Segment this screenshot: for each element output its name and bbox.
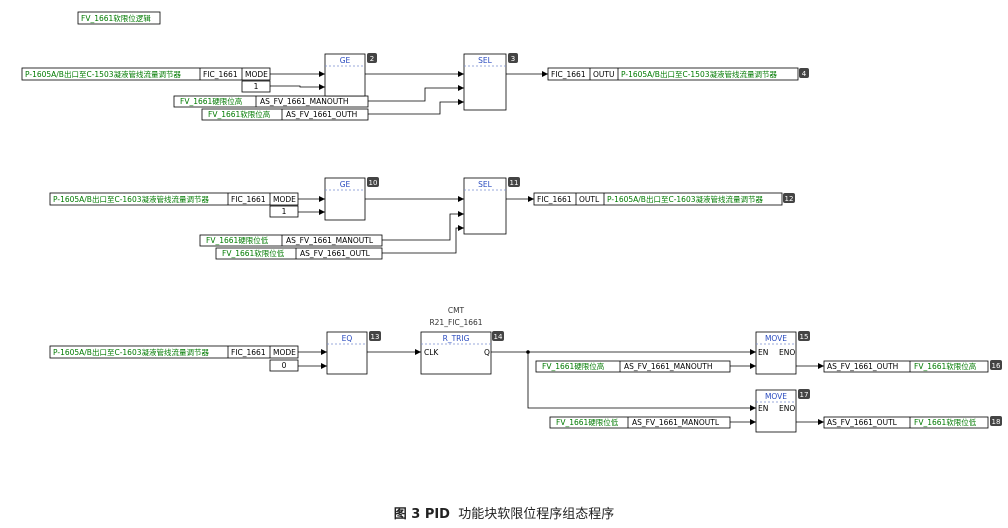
row2-soft-limit-low-tag[interactable]: FV_1661软限位低 AS_FV_1661_OUTL: [215, 247, 383, 260]
row3-eq-number: 13: [371, 333, 380, 341]
row2-const-input[interactable]: 1: [269, 205, 299, 218]
row2-output-var: FIC_1661: [537, 195, 572, 204]
row1-soft-limit-high: P-1605A/B出口至C-1503凝液管线流量调节器 FIC_1661 MOD…: [21, 53, 809, 121]
row2-hard-limit-var: AS_FV_1661_MANOUTL: [286, 236, 374, 245]
row1-output-port: OUTU: [593, 70, 614, 79]
row2-sel-number: 11: [510, 179, 519, 187]
row3-const-value: 0: [282, 361, 287, 370]
row3-source-port: MODE: [273, 348, 296, 357]
row3-move1-block[interactable]: MOVE EN ENO 15: [755, 331, 810, 375]
row3-move2-block[interactable]: MOVE EN ENO 17: [755, 389, 810, 433]
row2-sel-block[interactable]: SEL 11: [463, 177, 520, 235]
figure-caption-text: 功能块软限位程序组态程序: [458, 507, 615, 522]
row2-const-value: 1: [282, 207, 287, 216]
row3-rtrig-type: CMT: [448, 306, 465, 315]
row3-hard-to-soft-copy: P-1605A/B出口至C-1603凝液管线流量调节器 FIC_1661 MOD…: [49, 306, 1002, 433]
row2-soft-limit-label: FV_1661软限位低: [222, 248, 285, 258]
row3-source-label: P-1605A/B出口至C-1603凝液管线流量调节器: [53, 347, 209, 357]
row3-move1-input-label: FV_1661硬限位高: [542, 361, 605, 371]
row3-move1-en: EN: [758, 348, 768, 357]
row1-const-input[interactable]: 1: [241, 80, 271, 93]
row1-sel-number: 3: [511, 55, 515, 63]
row1-hard-limit-var: AS_FV_1661_MANOUTH: [260, 97, 349, 106]
row1-const-value: 1: [254, 82, 259, 91]
row1-sel-title: SEL: [478, 56, 492, 65]
row3-rtrig-q: Q: [484, 348, 490, 357]
row3-source-var: FIC_1661: [231, 348, 266, 357]
row1-source-tag[interactable]: P-1605A/B出口至C-1503凝液管线流量调节器 FIC_1661 MOD…: [21, 67, 271, 81]
row1-source-label: P-1605A/B出口至C-1503凝液管线流量调节器: [25, 69, 181, 79]
row3-eq-title: EQ: [342, 334, 353, 343]
row2-output-port: OUTL: [579, 195, 600, 204]
row3-branch-junction: [526, 350, 530, 354]
row3-source-tag[interactable]: P-1605A/B出口至C-1603凝液管线流量调节器 FIC_1661 MOD…: [49, 345, 299, 359]
row3-move2-input-var: AS_FV_1661_MANOUTL: [632, 418, 720, 427]
row2-sel-title: SEL: [478, 180, 492, 189]
row2-output-number: 12: [785, 195, 794, 203]
row2-soft-limit-var: AS_FV_1661_OUTL: [300, 249, 371, 258]
row2-wires: [298, 196, 534, 254]
row2-source-label: P-1605A/B出口至C-1603凝液管线流量调节器: [53, 194, 209, 204]
figure-caption-prefix: 图 3 PID: [393, 507, 450, 522]
row3-move1-number: 15: [800, 333, 809, 341]
row1-soft-limit-high-tag[interactable]: FV_1661软限位高 AS_FV_1661_OUTH: [201, 108, 369, 121]
row2-source-var: FIC_1661: [231, 195, 266, 204]
row1-output-number: 4: [802, 70, 807, 78]
row1-ge-title: GE: [340, 56, 351, 65]
row3-rtrig-number: 14: [494, 333, 503, 341]
row3-move1-eno: ENO: [779, 348, 795, 357]
row3-rtrig-title: R_TRIG: [443, 334, 470, 343]
row1-hard-limit-label: FV_1661硬限位高: [180, 96, 243, 106]
row1-source-var: FIC_1661: [203, 70, 238, 79]
row1-output-var: FIC_1661: [551, 70, 586, 79]
row3-move2-eno: ENO: [779, 404, 795, 413]
row3-move2-number: 17: [800, 391, 809, 399]
row2-soft-limit-low: P-1605A/B出口至C-1603凝液管线流量调节器 FIC_1661 MOD…: [49, 177, 795, 260]
row3-rtrig-instance: R21_FIC_1661: [429, 318, 482, 327]
row2-output-label: P-1605A/B出口至C-1603凝液管线流量调节器: [607, 194, 763, 204]
row1-soft-limit-label: FV_1661软限位高: [208, 109, 271, 119]
row2-ge-block[interactable]: GE 10: [324, 177, 379, 221]
row1-output-label: P-1605A/B出口至C-1503凝液管线流量调节器: [621, 69, 777, 79]
row3-move1-output-number: 16: [992, 362, 1001, 370]
figure-caption: 图 3 PID 功能块软限位程序组态程序: [0, 503, 1008, 522]
row1-soft-limit-var: AS_FV_1661_OUTH: [286, 110, 357, 119]
row2-ge-title: GE: [340, 180, 351, 189]
row3-const-input[interactable]: 0: [269, 359, 299, 372]
row2-source-tag[interactable]: P-1605A/B出口至C-1603凝液管线流量调节器 FIC_1661 MOD…: [49, 192, 299, 206]
row3-move2-input-tag[interactable]: FV_1661硬限位低 AS_FV_1661_MANOUTL: [549, 416, 731, 429]
row1-hard-limit-high-tag[interactable]: FV_1661硬限位高 AS_FV_1661_MANOUTH: [173, 95, 369, 108]
row2-ge-number: 10: [369, 179, 378, 187]
row2-output-tag[interactable]: FIC_1661 OUTL P-1605A/B出口至C-1603凝液管线流量调节…: [533, 192, 795, 206]
row2-hard-limit-label: FV_1661硬限位低: [206, 235, 269, 245]
header-logic-label[interactable]: FV_1661软限位逻辑: [77, 11, 161, 25]
row1-wires: [270, 71, 548, 115]
row3-eq-block[interactable]: EQ 13: [326, 331, 381, 375]
row1-ge-number: 2: [370, 55, 374, 63]
row3-move2-input-label: FV_1661硬限位低: [556, 417, 619, 427]
row3-move2-en: EN: [758, 404, 768, 413]
row1-ge-block[interactable]: GE 2: [324, 53, 377, 97]
row3-move1-output-label: FV_1661软限位高: [914, 361, 977, 371]
row3-move2-output-label: FV_1661软限位低: [914, 417, 977, 427]
row3-move1-input-var: AS_FV_1661_MANOUTH: [624, 362, 713, 371]
row2-hard-limit-low-tag[interactable]: FV_1661硬限位低 AS_FV_1661_MANOUTL: [199, 234, 383, 247]
row1-output-tag[interactable]: FIC_1661 OUTU P-1605A/B出口至C-1503凝液管线流量调节…: [547, 67, 809, 81]
row3-rtrig-clk: CLK: [424, 348, 439, 357]
row3-move2-title: MOVE: [765, 392, 787, 401]
row3-move1-title: MOVE: [765, 334, 787, 343]
row3-move1-input-tag[interactable]: FV_1661硬限位高 AS_FV_1661_MANOUTH: [535, 360, 731, 373]
row1-source-port: MODE: [245, 70, 268, 79]
row2-source-port: MODE: [273, 195, 296, 204]
row1-sel-block[interactable]: SEL 3: [463, 53, 518, 111]
row3-move2-output-var: AS_FV_1661_OUTL: [827, 418, 898, 427]
row3-move2-output-tag[interactable]: AS_FV_1661_OUTL FV_1661软限位低 18: [823, 416, 1002, 429]
row3-move1-output-var: AS_FV_1661_OUTH: [827, 362, 898, 371]
row3-wires: [298, 349, 824, 425]
row3-rtrig-block[interactable]: CMT R21_FIC_1661 R_TRIG CLK Q 14: [420, 306, 504, 375]
header-label-text: FV_1661软限位逻辑: [81, 13, 151, 23]
function-block-diagram: FV_1661软限位逻辑 P-1605A/B出口至C-1503凝液管线流量调节器…: [21, 11, 1002, 433]
row3-move1-output-tag[interactable]: AS_FV_1661_OUTH FV_1661软限位高 16: [823, 360, 1002, 373]
row3-move2-output-number: 18: [992, 418, 1001, 426]
